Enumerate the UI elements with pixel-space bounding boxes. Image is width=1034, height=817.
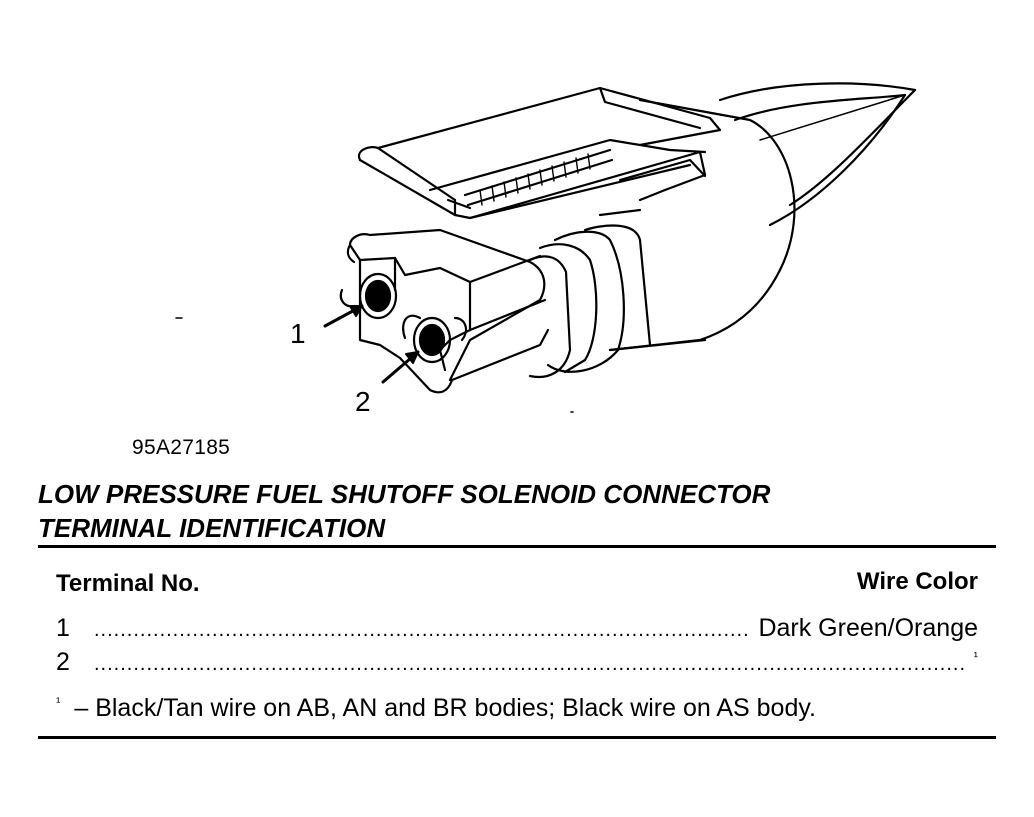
terminal-cavities <box>358 272 452 364</box>
column-header-wire-color: Wire Color <box>856 568 978 595</box>
terminal-number: 1 <box>56 614 70 642</box>
title-line-1: LOW PRESSURE FUEL SHUTOFF SOLENOID CONNE… <box>38 479 771 509</box>
footnote-text: – Black/Tan wire on AB, AN and BR bodies… <box>74 694 816 722</box>
title-line-2: TERMINAL IDENTIFICATION <box>38 513 386 543</box>
table-bottom-rule <box>38 736 996 739</box>
table-row: 2 ......................................… <box>56 648 978 678</box>
leader-dots: ........................................… <box>94 619 748 641</box>
callout-label-1: 1 <box>290 318 306 349</box>
connector-face <box>339 228 550 394</box>
connector-body <box>528 98 796 379</box>
diagram-title: LOW PRESSURE FUEL SHUTOFF SOLENOID CONNE… <box>38 477 770 545</box>
callout-label-2: 2 <box>355 386 371 417</box>
table-row: 1 ......................................… <box>56 614 978 644</box>
footnote-mark: ¹ <box>56 694 61 709</box>
wire-color: Dark Green/Orange <box>758 614 978 642</box>
wire-harness <box>718 82 917 227</box>
table-footnote: ¹ – Black/Tan wire on AB, AN and BR bodie… <box>56 694 816 723</box>
leader-dots: ........................................… <box>94 653 964 675</box>
figure-code: 95A27185 <box>132 436 231 459</box>
latch-arm <box>357 86 722 220</box>
connector-illustration <box>175 82 917 413</box>
table-top-rule <box>38 545 996 548</box>
terminal-number: 2 <box>56 648 70 676</box>
footnote-reference: ¹ <box>973 648 978 664</box>
callout-arrows <box>323 304 420 384</box>
scan-specks <box>175 317 574 413</box>
column-header-terminal: Terminal No. <box>56 570 200 597</box>
wire-color: ¹ <box>974 648 978 677</box>
